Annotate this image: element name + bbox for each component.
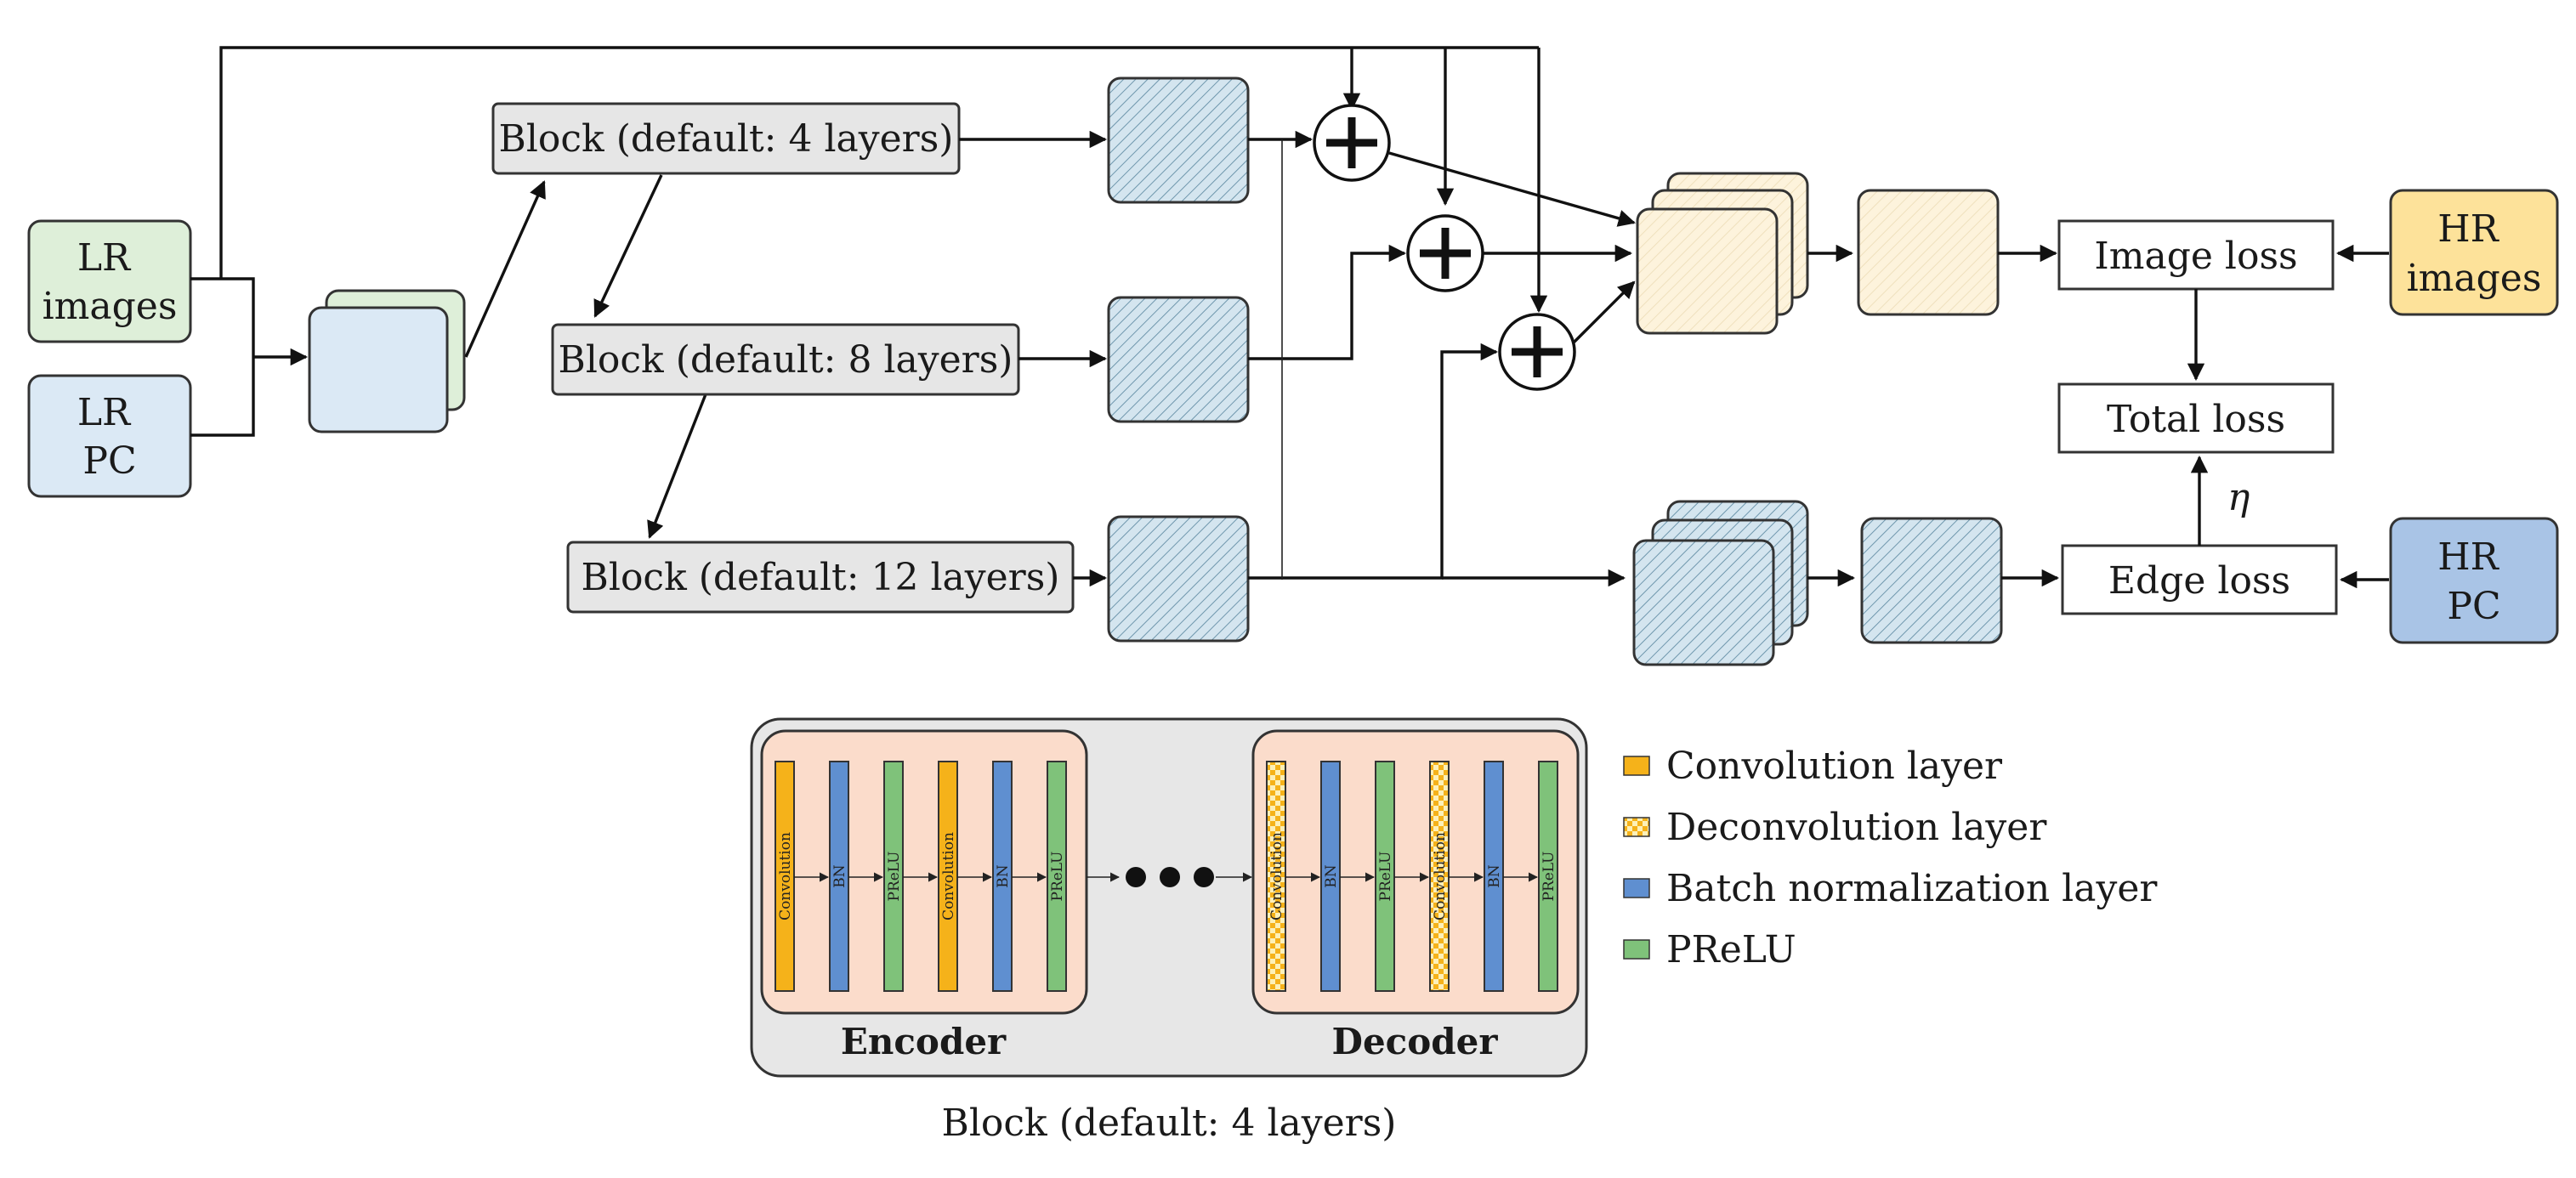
legend-label-prelu: PReLU (1666, 928, 1796, 971)
layer-bar-convolution (938, 761, 958, 992)
image-loss-label: Image loss (2094, 235, 2297, 278)
legend-label-deconv: Deconvolution layer (1666, 806, 2047, 849)
edge-feature-stack (1632, 500, 1809, 666)
feature-map-1 (1107, 76, 1250, 204)
layer-bar-prelu (1047, 761, 1067, 992)
legend-swatch-conv (1623, 756, 1650, 776)
layer-bar-bn (1320, 761, 1341, 992)
layer-label: PReLU (886, 852, 903, 902)
layer-label: PReLU (1377, 852, 1394, 902)
block-output-wires (959, 130, 1108, 587)
block-8-layers: Block (default: 8 layers) (551, 323, 1020, 396)
output-image (1857, 189, 2000, 316)
layer-label: PReLU (1540, 852, 1558, 902)
image-feature-stack (1636, 172, 1809, 335)
layer-label: BN (995, 864, 1012, 887)
block-12-label: Block (default: 12 layers) (582, 556, 1060, 599)
feature-map-2 (1107, 296, 1250, 423)
block-detail-panel: Convolution BN PReLU Convolution BN PReLU Enc… (750, 717, 1588, 1078)
encoder-label: Encoder (841, 1021, 1007, 1062)
adder-output-wires (1388, 151, 1636, 345)
layer-label: Convolution (940, 832, 957, 920)
legend-swatch-prelu (1623, 939, 1650, 960)
eta-label: η (2227, 476, 2250, 519)
hr-images-label: HR images (2407, 207, 2542, 300)
layer-label: PReLU (1049, 852, 1066, 902)
layer-bar-prelu (1538, 761, 1558, 992)
hr-images-box: HR images (2389, 189, 2559, 316)
lr-pc-label: LR PC (77, 391, 142, 483)
adder-1 (1313, 104, 1391, 182)
adder-3 (1498, 313, 1576, 391)
block-caption: Block (default: 4 layers) (942, 1102, 1397, 1145)
block-8-label: Block (default: 8 layers) (559, 338, 1013, 382)
image-loss-box: Image loss (2057, 219, 2335, 291)
legend-label-conv: Convolution layer (1666, 745, 2003, 788)
layer-label: Convolution (1432, 832, 1449, 920)
layer-bar-prelu (883, 761, 904, 992)
input-merge-wires (190, 277, 309, 437)
edge-loss-box: Edge loss (2061, 544, 2338, 615)
block-12-layers: Block (default: 12 layers) (566, 541, 1075, 614)
legend-swatch-bn (1623, 878, 1650, 898)
block-chain-arrows (464, 174, 707, 539)
decoder-label: Decoder (1332, 1021, 1499, 1062)
layer-label: Convolution (777, 832, 794, 920)
layer-bar-convolution (1429, 761, 1450, 992)
skip-connection-wires (219, 46, 1548, 314)
loss-wires (2187, 244, 2389, 589)
ellipsis-dots (1126, 867, 1214, 887)
layer-bar-bn (1484, 761, 1504, 992)
total-loss-label: Total loss (2107, 398, 2285, 441)
lr-images-label: LR images (43, 236, 178, 328)
adder-input-wires (1248, 130, 1626, 587)
layer-label: Convolution (1268, 832, 1285, 920)
encoder-layers: Convolution BN PReLU Convolution BN PReLU (775, 761, 1067, 992)
layer-label: BN (1486, 864, 1503, 887)
layer-bar-bn (829, 761, 849, 992)
hr-pc-box: HR PC (2389, 517, 2559, 644)
hr-pc-label: HR PC (2437, 535, 2511, 628)
decoder-group: Convolution BN PReLU Convolution BN PReLU Dec… (1251, 729, 1580, 1062)
edge-loss-label: Edge loss (2108, 559, 2290, 603)
adder-2 (1406, 214, 1484, 292)
decoder-layers: Convolution BN PReLU Convolution BN PReLU (1266, 761, 1558, 992)
layer-bar-convolution (775, 761, 795, 992)
lr-pc-box: LR PC (27, 374, 192, 498)
block-4-label: Block (default: 4 layers) (499, 117, 954, 161)
layer-bar-bn (992, 761, 1013, 992)
input-feature-stack (308, 289, 466, 433)
layer-label: BN (831, 864, 848, 887)
lr-images-box: LR images (27, 219, 192, 343)
total-loss-box: Total loss (2057, 382, 2335, 454)
edge-output (1860, 517, 2003, 644)
layer-label: BN (1323, 864, 1340, 887)
legend-swatch-deconv (1623, 817, 1650, 837)
layer-bar-convolution (1266, 761, 1286, 992)
block-4-layers: Block (default: 4 layers) (491, 102, 961, 175)
legend-label-bn: Batch normalization layer (1666, 867, 2158, 910)
encoder-group: Convolution BN PReLU Convolution BN PReLU Enc… (760, 729, 1088, 1062)
layer-bar-prelu (1375, 761, 1395, 992)
feature-map-3 (1107, 515, 1250, 643)
